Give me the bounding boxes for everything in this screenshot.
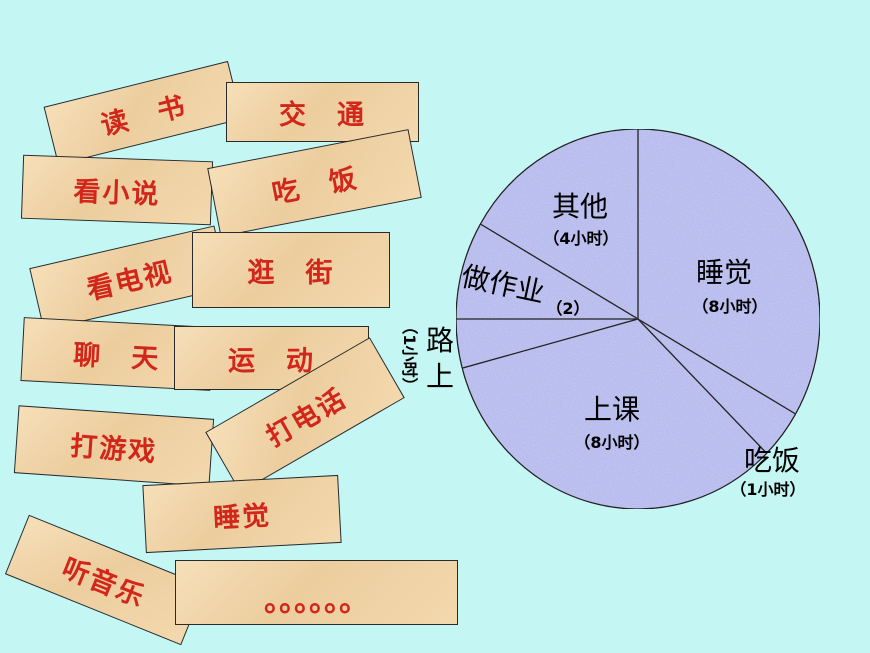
slice-value-5: （4小时） — [543, 229, 618, 248]
word-card-kanxiaoshuo: 看小说 — [20, 154, 214, 226]
slice-label-1: 吃饭 — [744, 444, 800, 477]
word-card-jiaotong: 交 通 — [226, 82, 419, 142]
word-card-guangjie: 逛 街 — [192, 232, 390, 308]
slice-value-4: （2） — [546, 299, 589, 318]
slice-value-3: （1小时） — [400, 318, 419, 393]
pie-slice-0 — [637, 128, 821, 415]
word-card-dots: 。。。。。。 — [175, 560, 458, 625]
pie-slice-5 — [479, 128, 639, 321]
slice-value-2: （8小时） — [574, 433, 649, 452]
slice-label-5: 其他 — [552, 190, 608, 223]
word-card-shuijiao: 睡觉 — [142, 474, 342, 554]
pie-slice-2 — [461, 318, 768, 510]
word-card-dayouxi: 打游戏 — [13, 405, 215, 487]
slice-label-0: 睡觉 — [696, 256, 752, 289]
slice-label-3: 路上 — [426, 324, 454, 393]
slice-value-0: （8小时） — [692, 297, 767, 316]
slice-value-1: （1小时） — [730, 480, 805, 499]
slice-label-2: 上课 — [584, 393, 640, 426]
pie-slice-4 — [455, 223, 641, 320]
